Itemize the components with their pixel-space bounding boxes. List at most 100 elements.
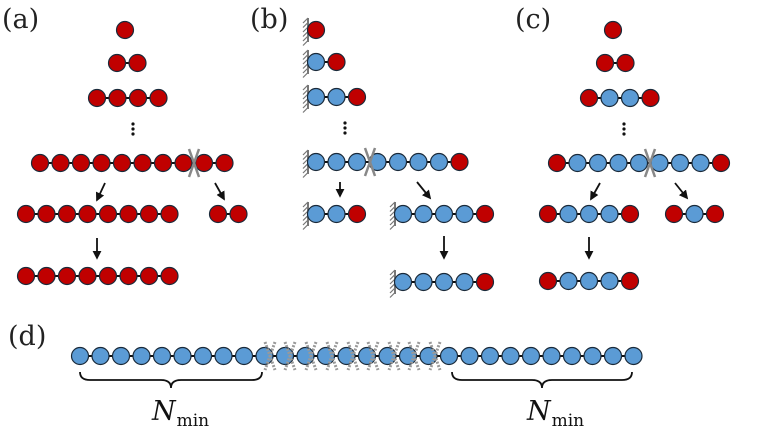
bead	[160, 266, 179, 286]
wall-hatch	[389, 274, 396, 280]
panel-label-d: (d)	[8, 321, 46, 352]
bead	[234, 346, 254, 366]
bead	[153, 153, 173, 173]
bead	[306, 20, 326, 40]
bead	[194, 153, 214, 173]
wall-hatch	[302, 201, 309, 208]
bead	[588, 153, 608, 173]
bead	[562, 346, 582, 366]
wall-hatch	[389, 283, 396, 289]
bead	[152, 346, 172, 366]
wall-hatch	[302, 154, 309, 160]
scission-mark	[263, 341, 277, 371]
bead	[455, 272, 474, 292]
bead	[91, 346, 110, 366]
scission-mark	[283, 341, 297, 371]
bead	[229, 204, 248, 224]
scission-mark	[428, 341, 442, 371]
ellipsis-dot	[622, 122, 626, 126]
wall-hatch	[302, 22, 309, 28]
bead	[215, 153, 234, 173]
underbrace	[79, 371, 263, 389]
wall-hatch	[302, 224, 309, 230]
wall-hatch	[389, 206, 396, 212]
cuts-layer	[187, 147, 657, 371]
bead	[98, 204, 118, 224]
bead	[600, 88, 619, 108]
wall-hatch	[302, 172, 309, 178]
bead	[600, 271, 619, 291]
bead	[98, 266, 118, 286]
bead	[559, 271, 578, 291]
bead	[439, 346, 459, 366]
bead	[685, 204, 704, 224]
scission-mark	[407, 341, 421, 371]
bead	[429, 152, 449, 172]
bead	[57, 204, 77, 224]
bead	[579, 88, 599, 108]
bead	[460, 346, 479, 366]
ellipsis-dot	[131, 127, 135, 131]
bead	[112, 153, 132, 173]
bead	[711, 153, 731, 173]
bead	[579, 271, 599, 291]
bead	[128, 88, 148, 108]
bead	[306, 204, 326, 224]
wall-hatch	[302, 63, 309, 69]
wall-hatch	[302, 107, 309, 113]
scission-mark	[304, 341, 318, 371]
ellipsis-dot	[343, 126, 347, 130]
bead	[111, 346, 131, 366]
bead	[434, 204, 454, 224]
wall-hatch	[302, 219, 309, 226]
bead	[327, 204, 346, 224]
bead	[149, 88, 168, 108]
ellipsis-dot	[622, 132, 626, 136]
bead	[664, 204, 684, 224]
wall-hatch	[302, 67, 309, 74]
bead	[538, 271, 558, 291]
wall-hatch	[389, 287, 396, 294]
bead	[600, 204, 619, 224]
scission-mark	[346, 341, 360, 371]
bead	[87, 88, 107, 108]
bead	[378, 346, 397, 366]
wall-hatch	[389, 201, 396, 208]
bead	[641, 88, 660, 108]
wall-hatch	[302, 206, 309, 212]
ellipsis-dot	[131, 122, 135, 126]
arrow	[214, 182, 225, 201]
bead	[414, 204, 433, 224]
bead	[115, 20, 135, 40]
arrow	[590, 182, 601, 201]
bead	[30, 153, 50, 173]
bead	[579, 204, 599, 224]
bead	[616, 53, 635, 73]
bead	[620, 204, 640, 224]
ellipsis-dot	[343, 131, 347, 135]
bead	[160, 204, 179, 224]
bead	[542, 346, 561, 366]
bead	[629, 153, 649, 173]
bead	[521, 346, 541, 366]
bead	[37, 266, 56, 286]
beads-layer	[16, 20, 731, 366]
arrows-layer	[92, 181, 689, 260]
bead	[107, 53, 127, 73]
bead	[347, 87, 367, 107]
scission-mark	[363, 147, 377, 177]
bead	[620, 271, 640, 291]
bead	[128, 53, 147, 73]
bead	[71, 153, 91, 173]
panel-label-c: (c)	[515, 4, 551, 35]
arrow	[674, 182, 689, 200]
bead	[455, 204, 474, 224]
wall-hatch	[389, 292, 396, 298]
wall-hatch	[302, 149, 309, 156]
bead	[214, 346, 233, 366]
bead	[119, 204, 138, 224]
bead	[547, 153, 567, 173]
bead	[327, 52, 346, 72]
bead	[650, 153, 669, 173]
